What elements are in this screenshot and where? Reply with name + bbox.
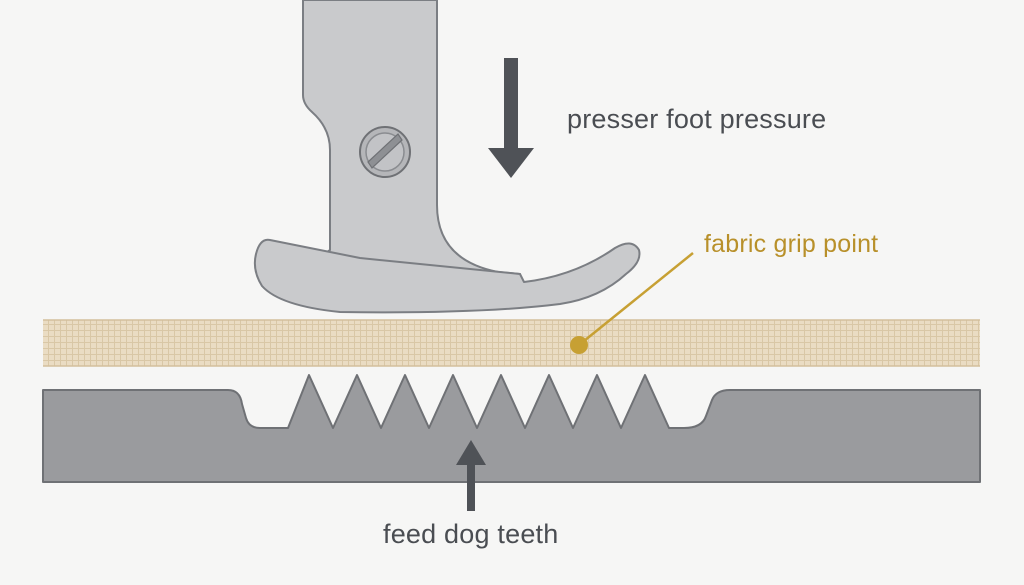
fabric-grip-point-label: fabric grip point [704, 230, 879, 258]
arrow-down-icon [488, 58, 534, 178]
screw-icon [359, 126, 411, 178]
feed-dog-teeth-label: feed dog teeth [383, 519, 559, 549]
fabric-strip [43, 320, 980, 366]
presser-foot-pressure-label: presser foot pressure [567, 104, 827, 134]
feed-dog-base [42, 374, 981, 483]
arrow-up-icon [456, 440, 486, 511]
presser-foot-sole [253, 238, 641, 314]
fabric-layer [43, 319, 980, 367]
feed-dog [42, 374, 981, 483]
presser-foot-shank [302, 0, 521, 281]
presser-foot [253, 0, 641, 314]
grip-point-marker [570, 336, 588, 354]
grip-leader-line [578, 252, 694, 346]
grip-point-callout [570, 252, 694, 354]
